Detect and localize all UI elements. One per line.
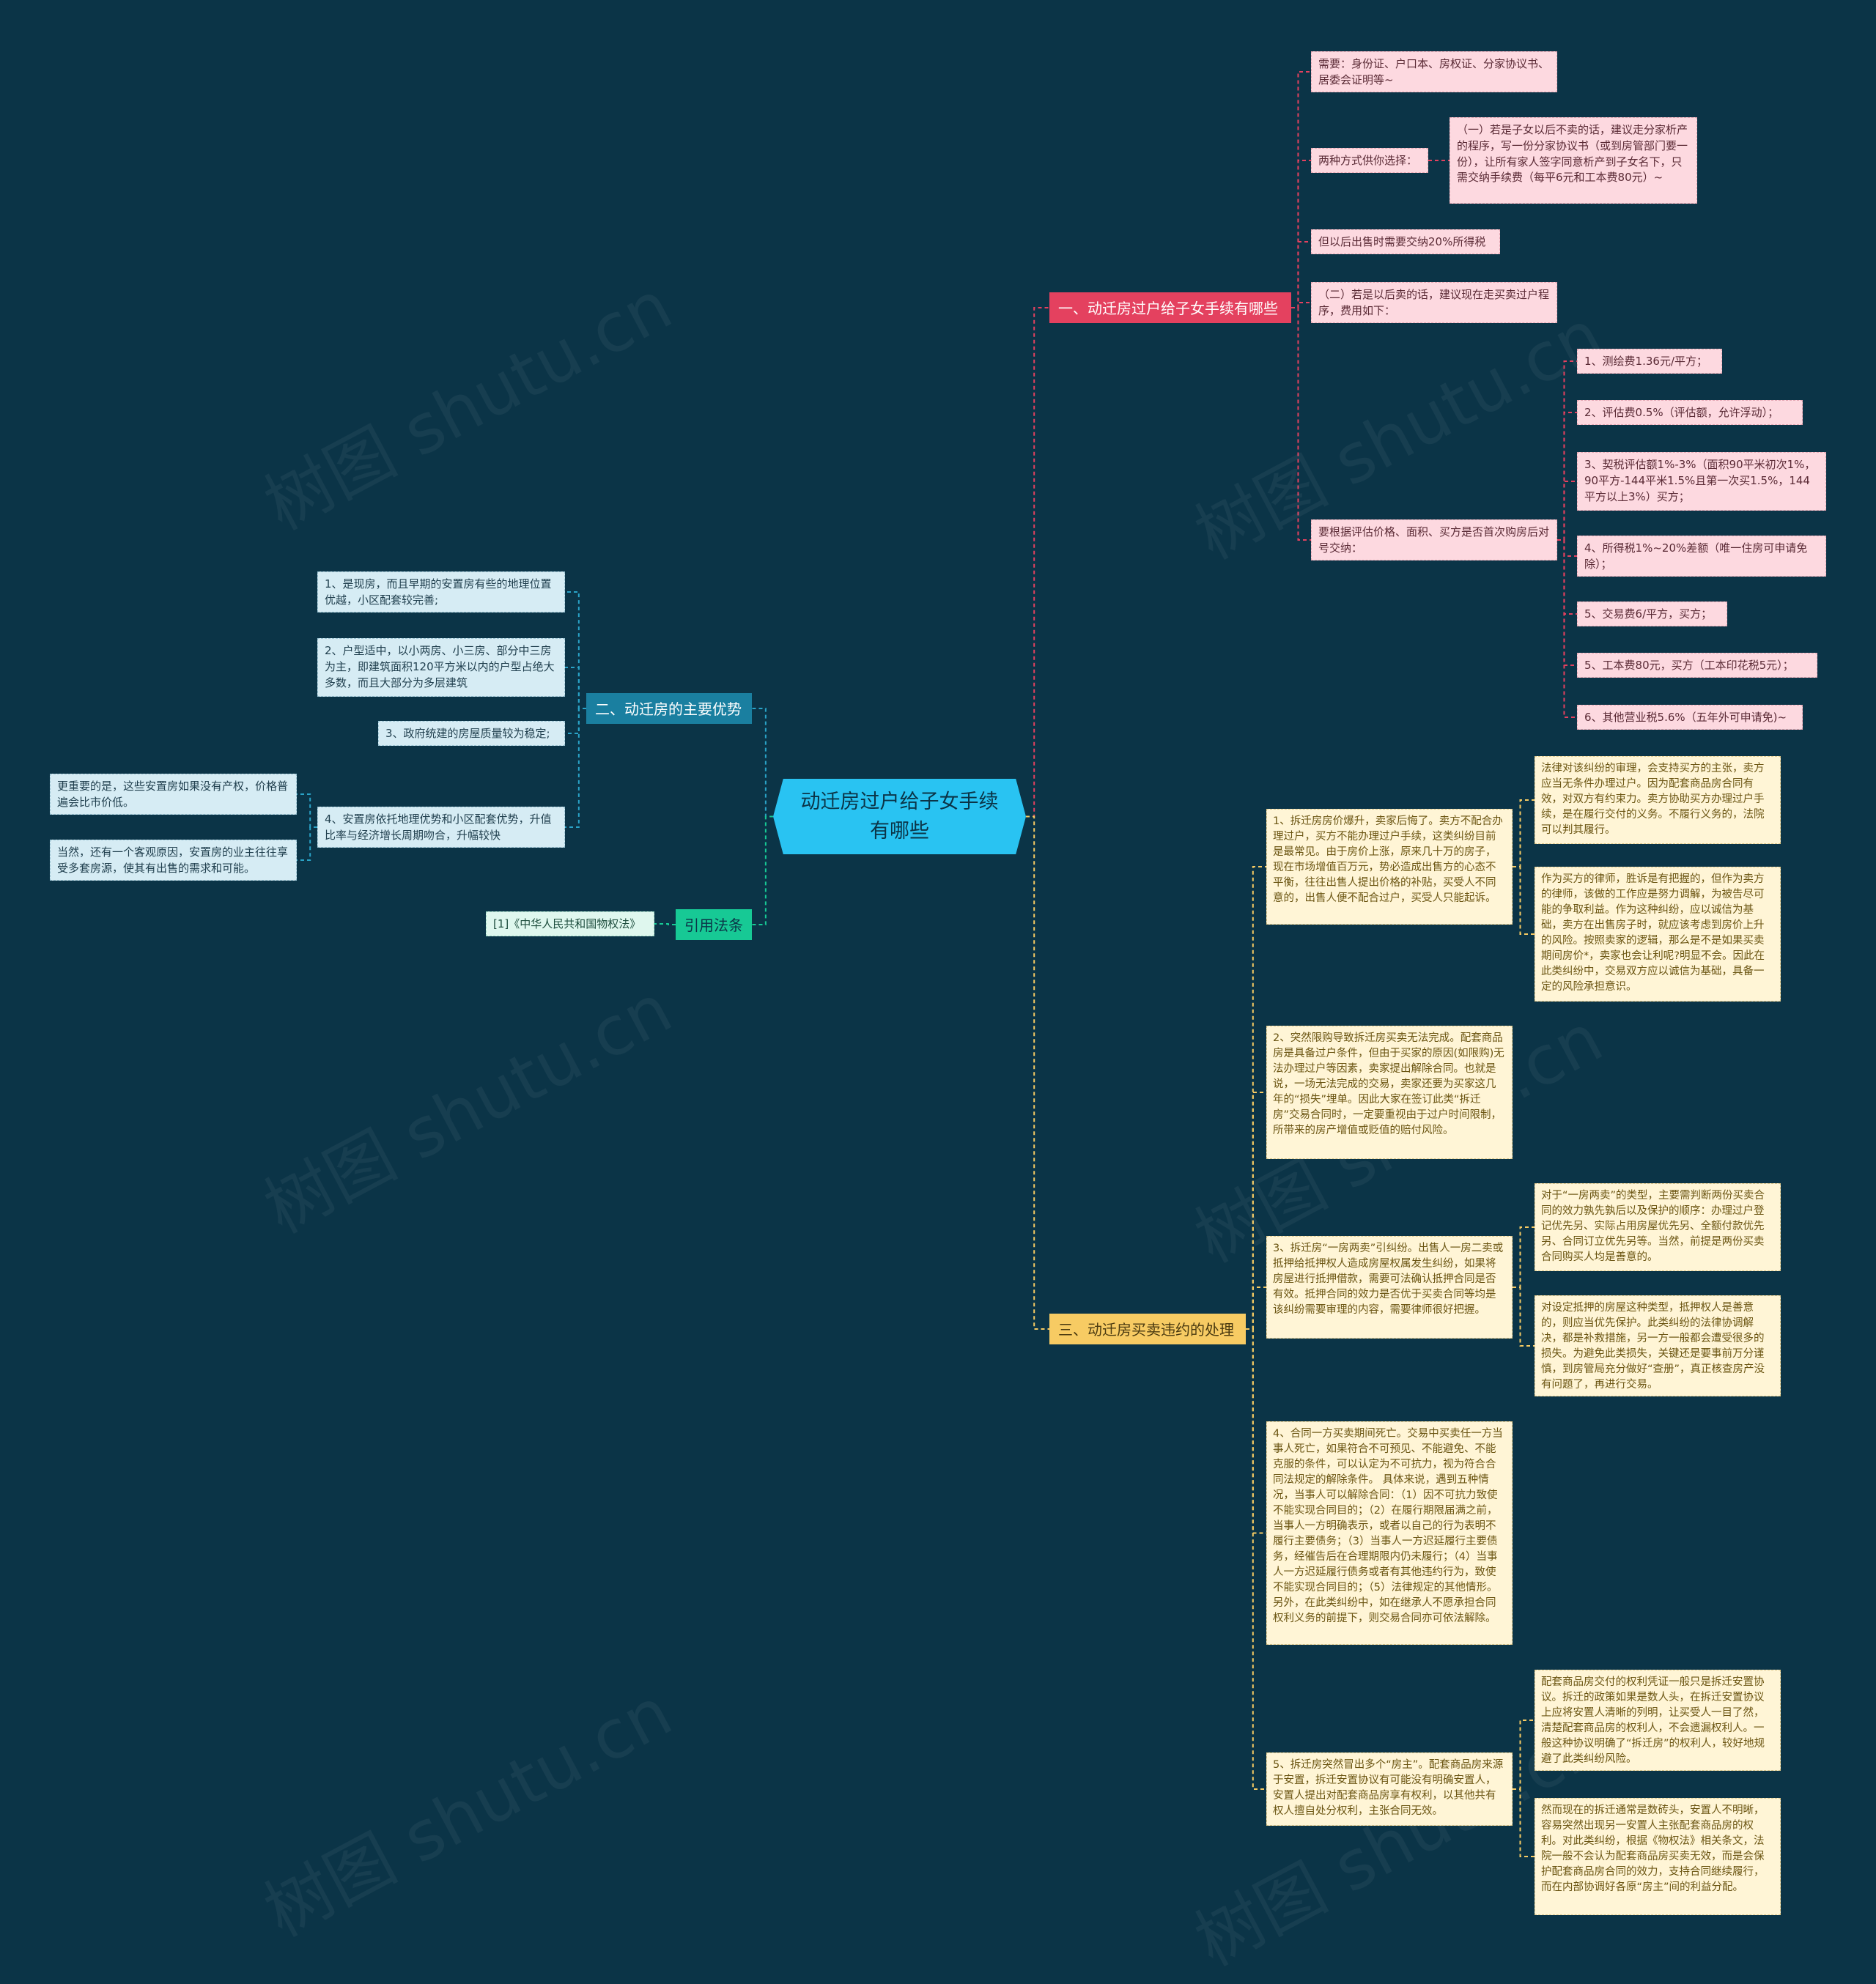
advantage-detail[interactable]: 更重要的是，这些安置房如果没有产权，价格普遍会比市价低。 — [50, 774, 297, 815]
connector-line — [1026, 307, 1049, 818]
connector-line — [1513, 799, 1535, 867]
breach-case-detail[interactable]: 对于“一房两卖”的类型，主要需判断两份买卖合同的效力孰先孰后以及保护的顺序：办理… — [1535, 1183, 1781, 1271]
breach-case-detail[interactable]: 配套商品房交付的权利凭证一般只是拆迁安置协议。拆迁的政策如果是数人头，在拆迁安置… — [1535, 1670, 1781, 1771]
fee-item[interactable]: 2、评估费0.5%（评估额，允许浮动）； — [1577, 400, 1803, 425]
breach-case[interactable]: 2、突然限购导致拆迁房买卖无法完成。配套商品房是具备过户条件，但由于买家的原因(… — [1266, 1026, 1513, 1159]
advantage-item[interactable]: 1、是现房，而且早期的安置房有些的地理位置优越，小区配套较完善; — [317, 571, 565, 612]
connector-line — [1513, 866, 1535, 935]
connector-line — [1026, 815, 1049, 1330]
fee-item[interactable]: 3、契税评估额1%-3%（面积90平米初次1%，90平方-144平米1.5%且第… — [1577, 452, 1826, 511]
branch-2-title[interactable]: 二、动迁房的主要优势 — [586, 693, 752, 724]
connector-line — [1557, 539, 1577, 718]
connector-line — [1513, 1226, 1535, 1288]
connector-line — [752, 708, 773, 818]
branch-4-title[interactable]: 引用法条 — [676, 909, 752, 940]
connector-line — [297, 826, 317, 861]
branch-1-fees-intro[interactable]: 要根据评估价格、面积、买方是否首次购房后对号交纳： — [1311, 519, 1557, 560]
watermark: 树图 shutu.cn — [252, 1673, 684, 1952]
breach-case[interactable]: 1、拆迁房房价爆升，卖家后悔了。卖方不配合办理过户，买方不能办理过户手续，这类纠… — [1266, 809, 1513, 925]
breach-case-detail[interactable]: 对设定抵押的房屋这种类型，抵押权人是善意的，则应当优先保护。此类纠纷的法律协调解… — [1535, 1295, 1781, 1396]
watermark: 树图 shutu.cn — [252, 266, 684, 546]
breach-case-detail[interactable]: 作为买方的律师，胜诉是有把握的，但作为卖方的律师，该做的工作应是努力调解，为被告… — [1535, 867, 1781, 1002]
breach-case[interactable]: 5、拆迁房突然冒出多个“房主”。配套商品房来源于安置，拆迁安置协议有可能没有明确… — [1266, 1752, 1513, 1826]
branch-1-tax-20[interactable]: 但以后出售时需要交纳20%所得税 — [1311, 229, 1500, 254]
fee-item[interactable]: 5、交易费6/平方，买方； — [1577, 602, 1727, 626]
breach-case[interactable]: 4、合同一方买卖期间死亡。交易中买卖任一方当事人死亡，如果符合不可预见、不能避免… — [1266, 1421, 1513, 1645]
connector-line — [1291, 160, 1311, 308]
connector-line — [752, 815, 773, 925]
connector-line — [565, 591, 586, 709]
connector-line — [565, 708, 586, 734]
connector-line — [1557, 539, 1577, 557]
connector-line — [1246, 1287, 1266, 1330]
branch-3-title[interactable]: 三、动迁房买卖违约的处理 — [1049, 1314, 1246, 1344]
fee-item[interactable]: 4、所得税1%~20%差额（唯一住房可申请免除）； — [1577, 536, 1826, 577]
connector-line — [565, 708, 586, 828]
fee-item[interactable]: 6、其他营业税5.6%（五年外可申请免)~ — [1577, 705, 1803, 730]
branch-1-two-ways[interactable]: 两种方式供你选择： — [1311, 148, 1428, 173]
connector-line — [1291, 302, 1311, 308]
breach-case-detail[interactable]: 然而现在的拆迁通常是数砖头，安置人不明晰，容易突然出现另一安置人主张配套商品房的… — [1535, 1798, 1781, 1915]
connector-line — [1291, 241, 1311, 308]
connector-line — [1557, 539, 1577, 615]
branch-1-need[interactable]: 需要：身份证、户口本、房权证、分家协议书、居委会证明等~ — [1311, 51, 1557, 92]
fee-item[interactable]: 1、测绘费1.36元/平方； — [1577, 349, 1722, 374]
advantage-detail[interactable]: 当然，还有一个客观原因，安置房的业主往往享受多套房源，使其有出售的需求和可能。 — [50, 840, 297, 881]
branch-1-way-1[interactable]: （一）若是子女以后不卖的话，建议走分家析产的程序，写一份分家协议书（或到房管部门… — [1450, 117, 1697, 204]
connector-line — [1246, 1328, 1266, 1790]
advantage-item[interactable]: 4、安置房依托地理优势和小区配套优势，升值比率与经济增长周期吻合，升幅较快 — [317, 807, 565, 848]
connector-line — [1291, 71, 1311, 308]
watermark: 树图 shutu.cn — [252, 969, 684, 1249]
connector-line — [1246, 1328, 1266, 1534]
fee-item[interactable]: 5、工本费80元，买方（工本印花税5元）； — [1577, 653, 1817, 678]
connector-line — [1557, 481, 1577, 541]
branch-1-title[interactable]: 一、动迁房过户给子女手续有哪些 — [1049, 292, 1291, 323]
connector-line — [297, 793, 317, 828]
connector-line — [1557, 412, 1577, 541]
breach-case[interactable]: 3、拆迁房“一房两卖”引纠纷。出售人一房二卖或抵押给抵押权人造成房屋权属发生纠纷… — [1266, 1236, 1513, 1339]
advantage-item[interactable]: 3、政府统建的房屋质量较为稳定; — [378, 721, 565, 746]
center-topic[interactable]: 动迁房过户给子女手续有哪些 — [773, 779, 1026, 854]
advantage-item[interactable]: 2、户型适中，以小两房、小三房、部分中三房为主，即建筑面积120平方米以内的户型… — [317, 638, 565, 697]
connector-line — [654, 923, 676, 925]
branch-1-way-2[interactable]: （二）若是以后卖的话，建议现在走买卖过户程序，费用如下： — [1311, 282, 1557, 323]
connector-line — [565, 667, 586, 709]
connector-line — [1557, 539, 1577, 666]
breach-case-detail[interactable]: 法律对该纠纷的审理，会支持买方的主张，卖方应当无条件办理过户。因为配套商品房合同… — [1535, 756, 1781, 844]
law-citation[interactable]: [1]《中华人民共和国物权法》 — [486, 911, 654, 936]
connector-line — [1513, 1287, 1535, 1347]
